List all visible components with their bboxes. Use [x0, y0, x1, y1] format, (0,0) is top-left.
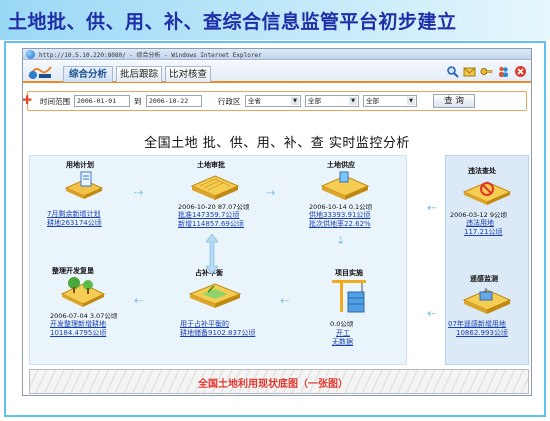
plan-link-1[interactable]: 7月剩余新增计划 [47, 210, 101, 218]
balance-link-2[interactable]: 耕地储备9102.837公顷 [180, 329, 256, 337]
browser-address: http://10.5.10.220:8080/ - 综合分析 - Window… [39, 52, 262, 59]
chevron-down-icon: ▼ [407, 97, 415, 105]
arrow-right-icon: ⇢ [134, 186, 144, 199]
key-icon[interactable] [480, 65, 493, 78]
flow-panel: 用地计划 7月剩余新增计划 耕地263174公顷 土地审批 2006-10-20… [29, 155, 407, 365]
crane-icon [332, 280, 366, 313]
implement-title: 项目实施 [335, 269, 363, 277]
browser-titlebar: http://10.5.10.220:8080/ - 综合分析 - Window… [23, 49, 531, 60]
query-button[interactable]: 查 询 [433, 94, 475, 108]
develop-link-2[interactable]: 10184.4795公顷 [50, 329, 107, 337]
supply-link-1[interactable]: 供地33393.91公顷 [309, 211, 371, 219]
approve-link-2[interactable]: 新增114857.69公顷 [178, 220, 244, 228]
chevron-down-icon: ▼ [291, 97, 299, 105]
plan-link-2[interactable]: 耕地263174公顷 [47, 219, 102, 227]
region-select-2[interactable]: 全部 ▼ [305, 95, 359, 107]
main-title: 全国土地 批、供、用、补、查 实时监控分析 [144, 136, 410, 151]
supply-link-2[interactable]: 批次供地率22.62% [309, 220, 371, 228]
develop-link-1[interactable]: 开发整理新增耕地 [50, 320, 106, 328]
approve-link-1[interactable]: 批准147359.7公顷 [178, 211, 240, 219]
query-bar: ✚ 时间范围 2006-01-01 到 2006-10-22 行政区 全省 ▼ 全… [23, 91, 527, 111]
slide-title-bar: 土地批、供、用、补、查综合信息监管平台初步建立 [0, 0, 550, 40]
mail-icon[interactable] [463, 65, 476, 78]
develop-icon [60, 277, 106, 307]
balance-title: 占补平衡 [195, 269, 223, 277]
arrow-left-icon: ⇠ [280, 294, 290, 307]
expand-icon[interactable]: ✚ [22, 93, 33, 107]
slide-title: 土地批、供、用、补、查综合信息监管平台初步建立 [8, 11, 457, 33]
arrow-left-icon: ⇠ [427, 201, 437, 214]
right-panel: 违法查处 2006-03-12 9公顷 违法用地 117.21公顷 遥感监测 0… [445, 155, 529, 365]
approve-date-text: 2006-10-20 87.07公顷 [178, 203, 250, 211]
approve-title: 土地审批 [197, 161, 225, 169]
browser-window: http://10.5.10.220:8080/ - 综合分析 - Window… [22, 48, 532, 396]
base-map-strip[interactable]: 全国土地利用现状底图（一张图） [29, 369, 529, 394]
balance-link-1[interactable]: 用于占补平衡的 [180, 320, 229, 328]
tab-comprehensive-analysis[interactable]: 综合分析 [63, 66, 113, 82]
approve-icon [190, 175, 240, 200]
monitor-title: 遥感监测 [470, 275, 498, 283]
base-map-label: 全国土地利用现状底图（一张图） [198, 379, 348, 390]
monitor-link-1[interactable]: 07年遥感新增用地 [448, 320, 506, 328]
implement-link-1[interactable]: 开工 [336, 329, 350, 337]
implement-link-2[interactable]: 无数据 [332, 338, 353, 346]
plan-icon [64, 171, 104, 199]
chevron-down-icon: ▼ [349, 97, 357, 105]
ie-icon [26, 50, 35, 59]
to-label: 到 [134, 97, 142, 106]
search-icon[interactable] [446, 65, 459, 78]
balance-icon [188, 283, 242, 308]
develop-date-text: 2006-07-04 3.07公顷 [50, 312, 118, 320]
logo-icon [28, 66, 52, 79]
header-icon-group [446, 65, 527, 78]
illegal-icon [462, 181, 512, 205]
region-label: 行政区 [218, 97, 241, 106]
arrow-updown-icon [206, 234, 218, 274]
start-date-input[interactable]: 2006-01-01 [74, 95, 130, 107]
region-select-2-value: 全部 [308, 97, 321, 105]
arrow-left-icon: ⇠ [134, 294, 144, 307]
supply-title: 土地供应 [327, 161, 355, 169]
supply-icon [320, 171, 370, 200]
users-icon[interactable] [497, 65, 510, 78]
monitor-icon [462, 288, 512, 314]
arrow-right-icon: ⇢ [266, 186, 276, 199]
illegal-link-1[interactable]: 违法用地 [466, 219, 494, 227]
tab-comparison-check[interactable]: 比对核查 [165, 66, 211, 82]
arrow-left-icon: ⇠ [427, 307, 437, 320]
arrow-down-icon: ⇣ [336, 234, 346, 247]
time-range-label: 时间范围 [40, 97, 70, 106]
illegal-title: 违法查处 [468, 167, 496, 175]
tab-post-approval-tracking[interactable]: 批后跟踪 [116, 66, 162, 82]
monitor-link-2[interactable]: 10862.993公顷 [456, 329, 508, 337]
implement-date-text: 0.0公顷 [330, 320, 354, 328]
develop-title: 整理开发复垦 [52, 267, 94, 275]
region-select-1-value: 全省 [248, 97, 261, 105]
app-header: 综合分析 批后跟踪 比对核查 [23, 61, 531, 83]
plan-title: 用地计划 [66, 161, 94, 169]
region-select-3[interactable]: 全部 ▼ [363, 95, 417, 107]
region-select-3-value: 全部 [366, 97, 379, 105]
illegal-link-2[interactable]: 117.21公顷 [464, 228, 503, 236]
close-icon[interactable] [514, 65, 527, 78]
supply-date-text: 2006-10-14 0.1公顷 [309, 203, 373, 211]
illegal-date-text: 2006-03-12 9公顷 [450, 211, 507, 219]
region-select-1[interactable]: 全省 ▼ [245, 95, 301, 107]
end-date-input[interactable]: 2006-10-22 [146, 95, 202, 107]
